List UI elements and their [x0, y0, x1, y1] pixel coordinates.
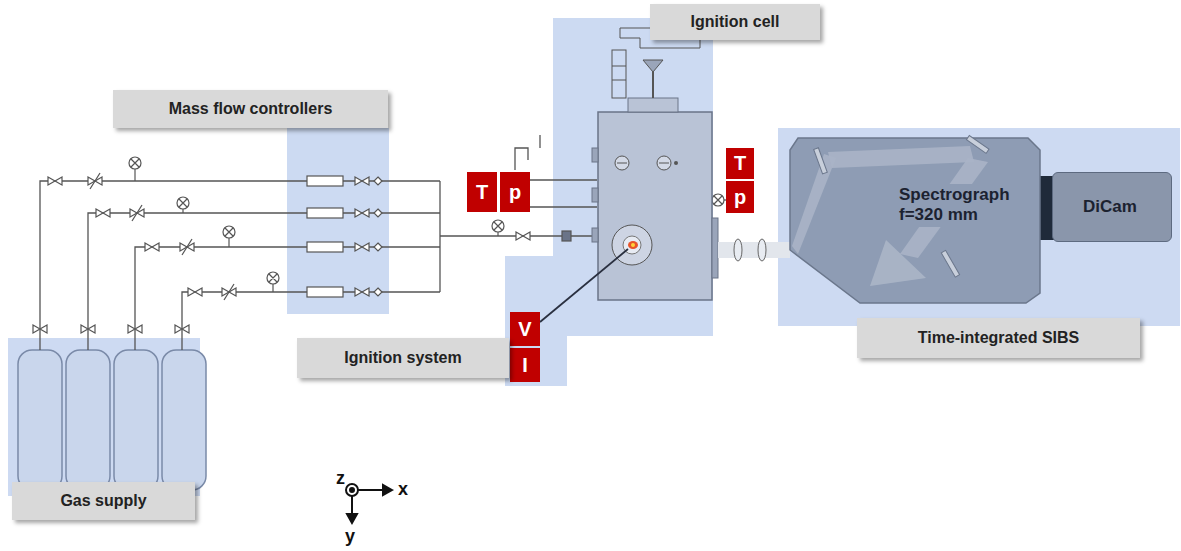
valves: [33, 177, 530, 333]
camera-box: DiCam: [1052, 172, 1172, 242]
sensor-letter: V: [518, 318, 531, 341]
spectrograph-part: [828, 146, 974, 168]
sensor-box: p: [726, 181, 754, 213]
title-label: Time-integrated SIBS: [857, 318, 1140, 358]
spectrograph-part: [792, 154, 836, 254]
sensor-box: T: [467, 172, 497, 212]
node-text: Spectrograph f=320 mm: [896, 184, 1030, 227]
axis-label: y: [345, 526, 355, 547]
title-label: Gas supply: [12, 482, 195, 520]
spectrograph-part: [814, 148, 828, 174]
spectrograph-part: [941, 250, 959, 277]
sensor-letter: T: [476, 181, 488, 204]
ignition-cell-body: [592, 28, 718, 300]
gauge-stems: [135, 169, 498, 292]
title-label: Ignition cell: [650, 4, 820, 40]
node-text: Gas supply: [60, 492, 146, 510]
sensor-box: V: [510, 312, 540, 346]
lens: [758, 239, 766, 261]
spectrograph-part: [790, 138, 1040, 303]
sensor-box: p: [500, 172, 530, 212]
needle-slashes: [90, 173, 234, 300]
gas-pipes: [40, 135, 726, 350]
region-bands: [8, 18, 1180, 496]
node-text: Mass flow controllers: [169, 100, 333, 118]
sensor-letter: I: [522, 354, 528, 377]
sensor-letter: p: [734, 186, 746, 209]
axis-label: z: [336, 468, 345, 489]
sensor-box: T: [726, 148, 754, 179]
spectrograph-part: [966, 135, 989, 153]
sensor-letter: T: [734, 152, 746, 175]
axes: [346, 484, 392, 523]
axis-label: x: [398, 479, 408, 500]
sensor-letter: p: [509, 181, 521, 204]
spectrograph-part: [870, 240, 926, 286]
title-label: Mass flow controllers: [113, 90, 388, 128]
mfc-units: [307, 176, 571, 297]
ignition-wire: [540, 249, 628, 322]
title-label: Ignition system: [297, 338, 509, 378]
sensor-box: I: [510, 348, 540, 382]
node-text: Ignition system: [344, 349, 461, 367]
node-text: Ignition cell: [691, 13, 780, 31]
node-text: Time-integrated SIBS: [918, 329, 1080, 347]
gas-cylinders: [18, 350, 206, 490]
light-path: [718, 242, 790, 258]
lens: [734, 239, 742, 261]
spectrograph-housing: Spectrograph f=320 mm: [788, 128, 1043, 306]
node-text: DiCam: [1083, 197, 1137, 217]
